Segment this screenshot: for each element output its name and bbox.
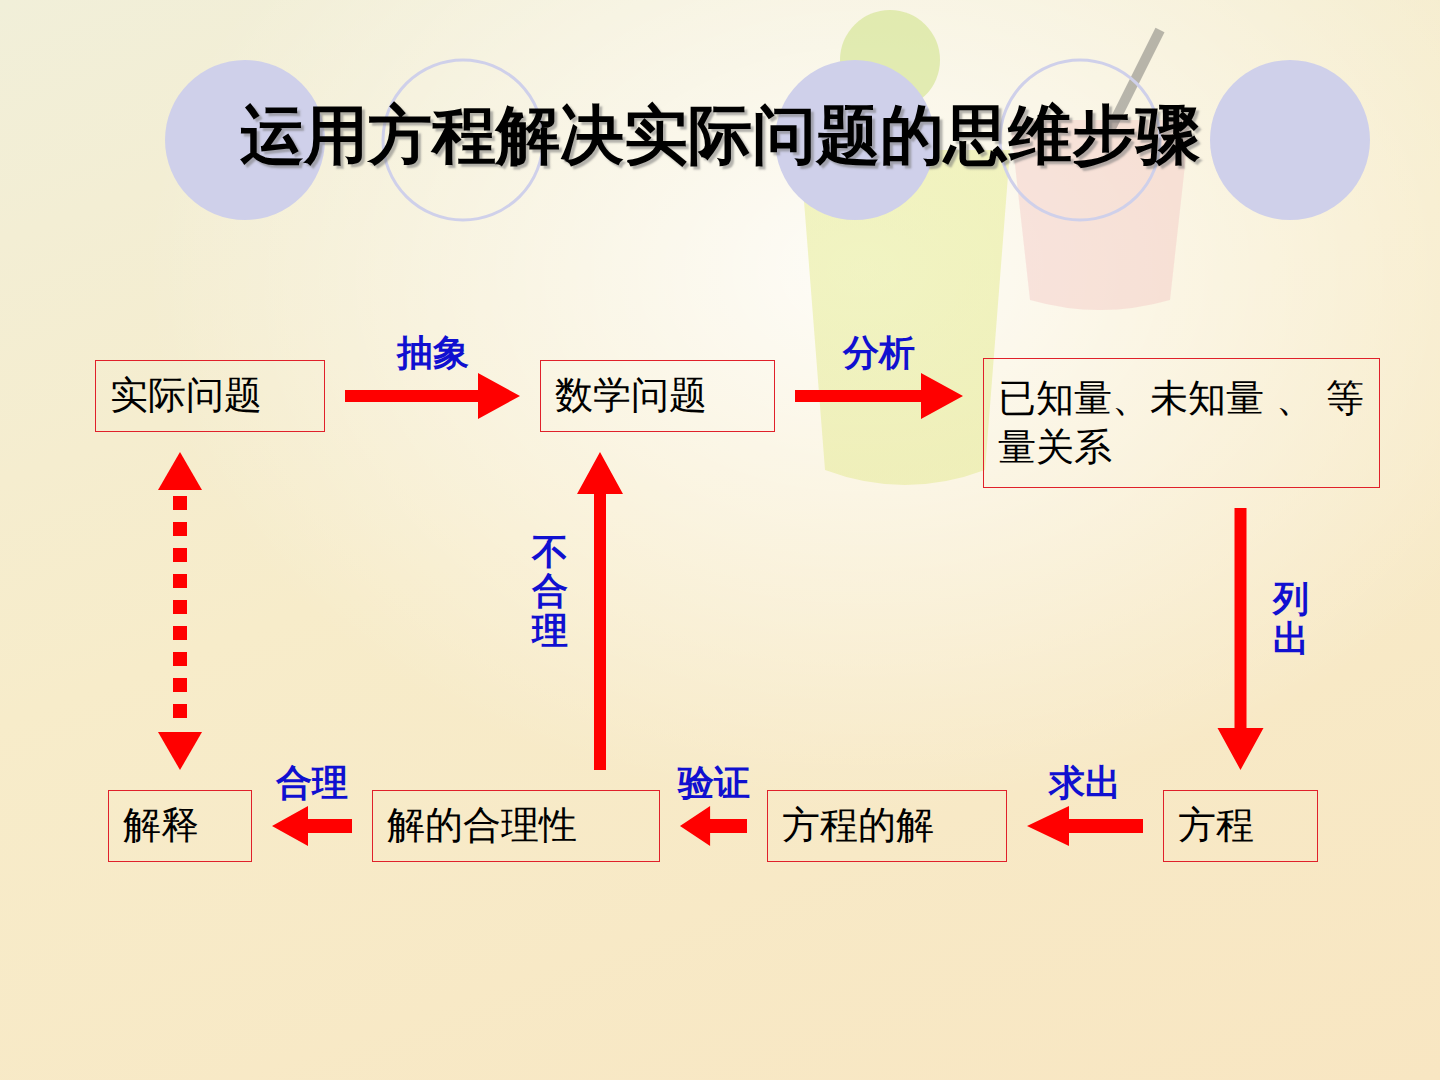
diagram-title: 运用方程解决实际问题的思维步骤: [0, 92, 1440, 179]
flow-arrow: [1027, 806, 1143, 846]
box-label: 方程: [1178, 801, 1254, 850]
flow-arrow: [1218, 508, 1264, 770]
dotted-arrow: [158, 452, 202, 770]
arrow-body: [272, 806, 352, 846]
edge-label: 列出: [1273, 579, 1309, 658]
box-label: 已知量、未知量 、 等量关系: [998, 374, 1365, 473]
flow-arrow: [272, 806, 352, 846]
arrow-body: [680, 806, 747, 846]
flow-arrow: [795, 373, 963, 419]
edge-label: 验证: [678, 761, 750, 804]
arrow-body: [1218, 508, 1264, 770]
arrow-body: [577, 452, 623, 770]
process-box: 数学问题: [540, 360, 775, 432]
edge-label: 不合理: [532, 532, 568, 651]
title-circle: [1210, 60, 1370, 220]
box-label: 实际问题: [110, 371, 262, 420]
arrow-head: [158, 732, 202, 770]
flow-arrow: [680, 806, 747, 846]
edge-label: 分析: [843, 331, 915, 374]
process-box: 实际问题: [95, 360, 325, 432]
arrow-body: [345, 373, 520, 419]
process-box: 方程的解: [767, 790, 1007, 862]
edge-label: 合理: [276, 761, 348, 804]
flow-arrow: [577, 452, 623, 770]
arrow-head: [158, 452, 202, 490]
process-box: 方程: [1163, 790, 1318, 862]
box-label: 数学问题: [555, 371, 707, 420]
arrow-body: [795, 373, 963, 419]
edge-label: 求出: [1049, 761, 1121, 804]
process-box: 解释: [108, 790, 252, 862]
box-label: 方程的解: [782, 801, 934, 850]
process-box: 解的合理性: [372, 790, 660, 862]
edge-label: 抽象: [397, 331, 469, 374]
process-box: 已知量、未知量 、 等量关系: [983, 358, 1380, 488]
dotted-shaft: [173, 496, 187, 726]
box-label: 解释: [123, 801, 199, 850]
flow-arrow: [345, 373, 520, 419]
arrow-body: [1027, 806, 1143, 846]
box-label: 解的合理性: [387, 801, 577, 850]
